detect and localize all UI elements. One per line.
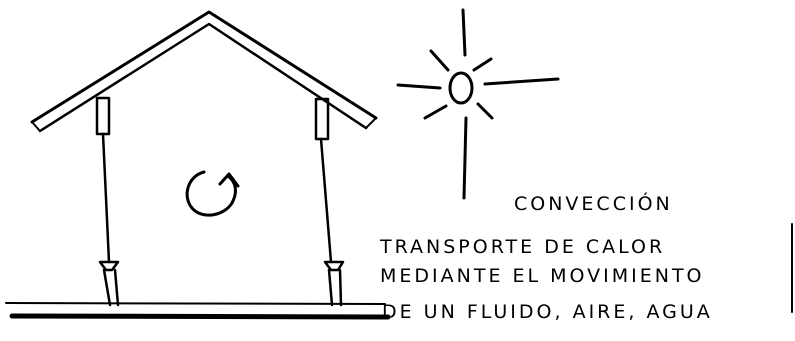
- sun-icon: [396, 8, 560, 200]
- ground-line: [5, 302, 391, 320]
- right-column: [314, 97, 345, 307]
- description-line-2: MEDIANTE EL MOVIMIENTO: [380, 265, 705, 287]
- description-line-1: TRANSPORTE DE CALOR: [379, 236, 665, 258]
- diagram-title: CONVECCIÓN: [514, 191, 673, 215]
- circular-arrow-icon: [185, 170, 240, 217]
- roof: [30, 10, 378, 124]
- description-line-3: DE UN FLUIDO, AIRE, AGUA: [382, 301, 713, 323]
- left-column: [95, 96, 120, 307]
- house-drawing: [5, 10, 391, 320]
